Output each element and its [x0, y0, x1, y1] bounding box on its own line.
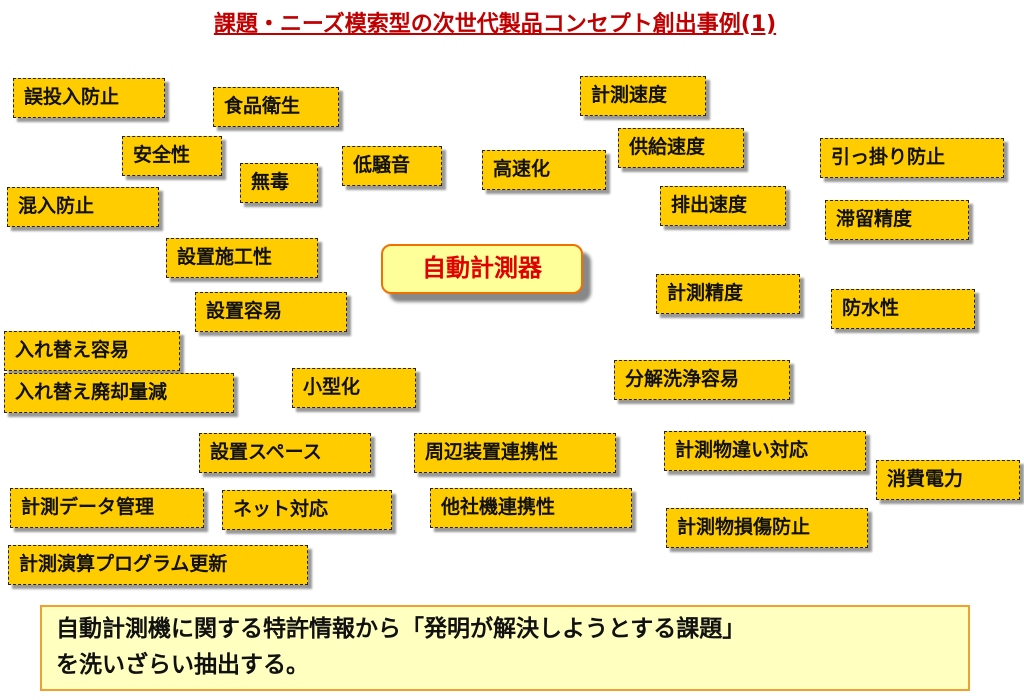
issue-box: 計測精度: [656, 274, 800, 314]
slide-title: 課題・ニーズ模索型の次世代製品コンセプト創出事例(1): [213, 12, 777, 37]
issue-box: 入れ替え廃却量減: [4, 373, 234, 413]
issue-box: 供給速度: [618, 128, 744, 168]
issue-box: 他社機連携性: [430, 488, 632, 528]
issue-box: 混入防止: [7, 187, 159, 227]
note-line-2: を洗いざらい抽出する。: [56, 652, 309, 678]
issue-box: 高速化: [482, 150, 606, 190]
issue-box: 引っ掛り防止: [820, 138, 1004, 178]
issue-box: 計測速度: [580, 76, 706, 116]
issue-box: 排出速度: [660, 186, 786, 226]
center-topic: 自動計測器: [381, 244, 583, 294]
issue-box: 低騒音: [342, 146, 442, 186]
issue-box: 安全性: [122, 136, 222, 176]
issue-box: 設置容易: [195, 292, 347, 332]
note-box: 自動計測機に関する特許情報から「発明が解決しようとする課題」 を洗いざらい抽出す…: [40, 605, 970, 691]
issue-box: 計測データ管理: [10, 488, 204, 528]
issue-box: 計測演算プログラム更新: [8, 545, 308, 585]
issue-box: 計測物違い対応: [664, 431, 866, 471]
issue-box: 小型化: [292, 368, 416, 408]
issue-box: 消費電力: [876, 460, 1020, 500]
issue-box: 滞留精度: [825, 200, 969, 240]
issue-box: 計測物損傷防止: [666, 508, 868, 548]
issue-box: 分解洗浄容易: [614, 360, 790, 400]
issue-box: 設置スペース: [199, 433, 371, 473]
issue-box: 誤投入防止: [13, 78, 165, 118]
issue-box: 無毒: [240, 163, 318, 203]
issue-box: 周辺装置連携性: [414, 433, 616, 473]
issue-box: ネット対応: [222, 490, 392, 530]
issue-box: 入れ替え容易: [4, 331, 180, 371]
issue-box: 設置施工性: [166, 238, 318, 278]
note-line-1: 自動計測機に関する特許情報から「発明が解決しようとする課題」: [56, 616, 746, 642]
issue-box: 食品衛生: [213, 87, 339, 127]
issue-box: 防水性: [831, 289, 975, 329]
